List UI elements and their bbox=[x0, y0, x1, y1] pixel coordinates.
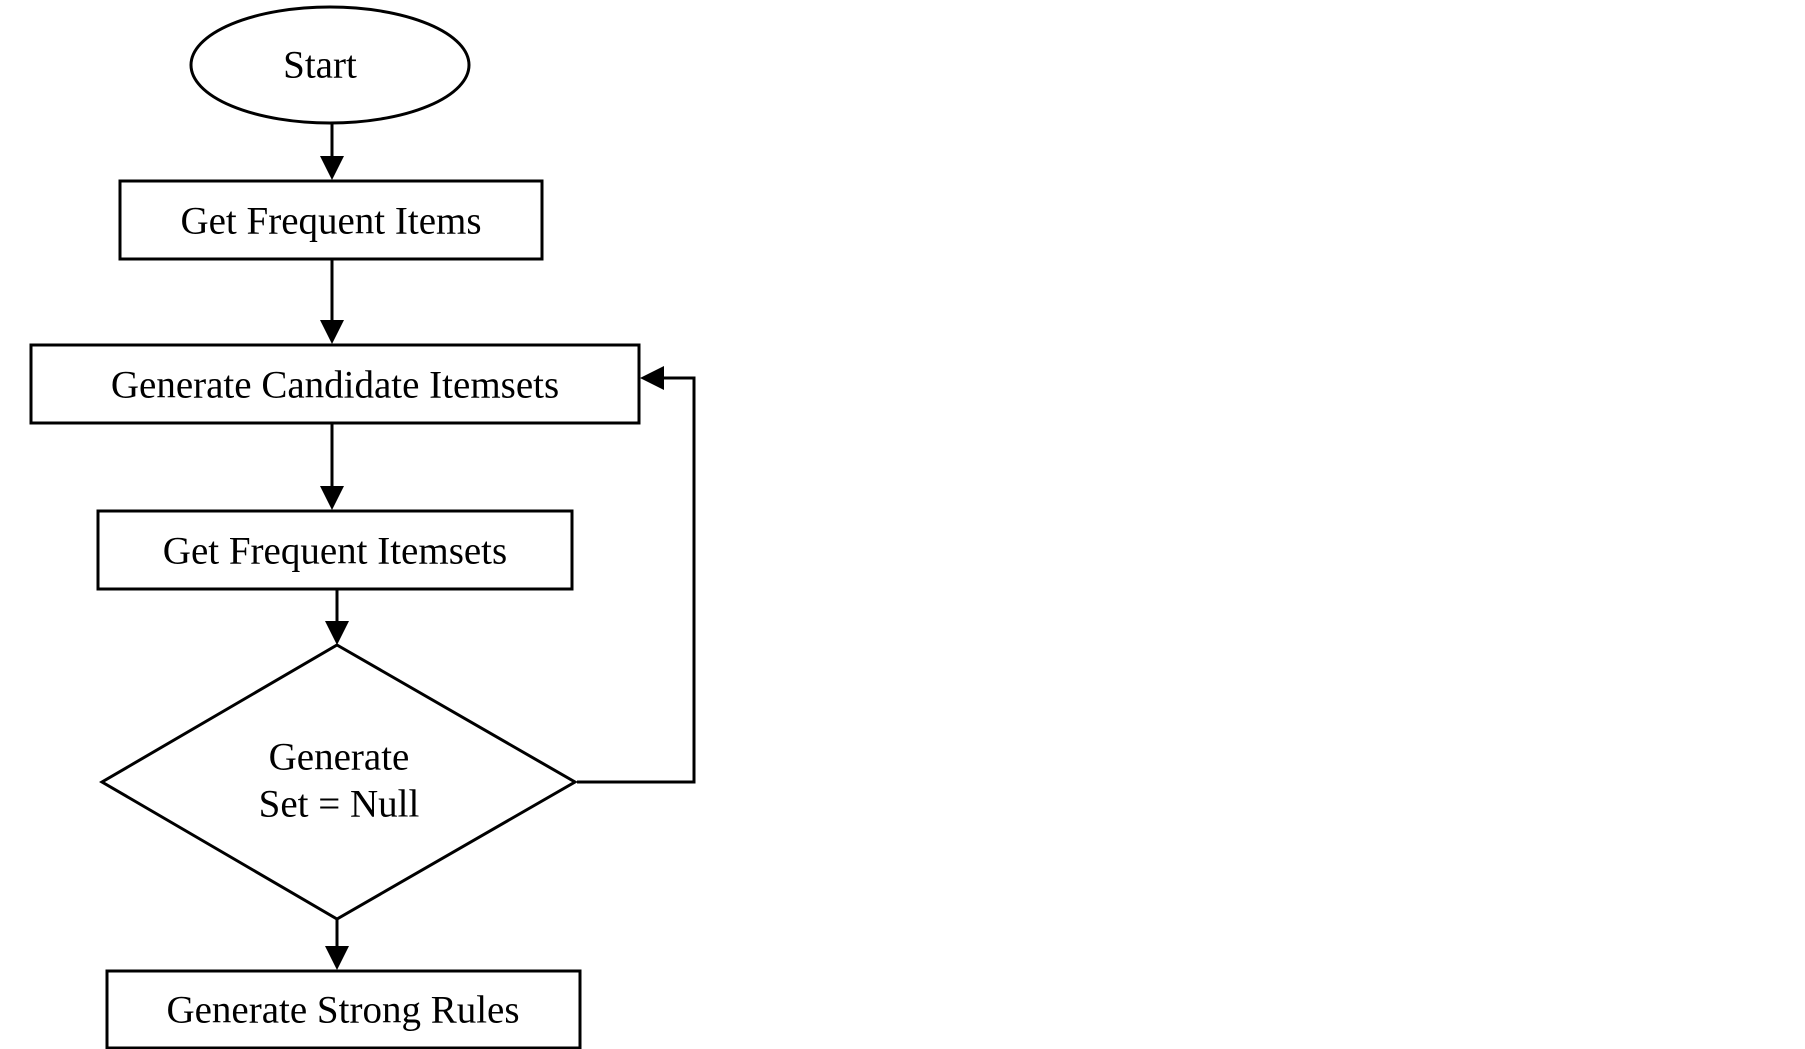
arrow-decision-to-generate-strong-rules bbox=[325, 919, 349, 970]
arrow-get-frequent-items-to-generate-candidate-itemsets bbox=[320, 259, 344, 344]
generate-strong-rules-label: Generate Strong Rules bbox=[166, 989, 519, 1032]
arrow-get-frequent-itemsets-to-decision bbox=[325, 589, 349, 645]
start-label: Start bbox=[283, 44, 357, 87]
get-frequent-items-label: Get Frequent Items bbox=[180, 200, 481, 243]
get-frequent-itemsets-node: Get Frequent Itemsets bbox=[96, 509, 574, 591]
generate-candidate-itemsets-box bbox=[29, 343, 641, 425]
generate-candidate-itemsets-node: Generate Candidate Itemsets bbox=[29, 343, 641, 425]
arrow-generate-candidate-itemsets-to-get-frequent-itemsets bbox=[320, 423, 344, 510]
get-frequent-items-box bbox=[118, 179, 544, 261]
get-frequent-itemsets-box bbox=[96, 509, 574, 591]
decision-label-line-2: Set = Null bbox=[259, 783, 420, 826]
get-frequent-itemsets-label: Get Frequent Itemsets bbox=[163, 530, 507, 573]
start-node: Start bbox=[189, 5, 471, 125]
generate-candidate-itemsets-label: Generate Candidate Itemsets bbox=[111, 364, 559, 407]
arrow-start-to-get-frequent-items bbox=[320, 123, 344, 180]
arrow-decision-loop-to-generate-candidate-itemsets bbox=[577, 366, 696, 784]
generate-strong-rules-node: Generate Strong Rules bbox=[105, 969, 582, 1049]
get-frequent-items-node: Get Frequent Items bbox=[118, 179, 544, 261]
generate-strong-rules-box bbox=[105, 969, 582, 1049]
decision-label-line-1: Generate bbox=[269, 736, 410, 779]
decision-node: Generate Set = Null bbox=[99, 643, 579, 921]
start-ellipse bbox=[189, 5, 471, 125]
